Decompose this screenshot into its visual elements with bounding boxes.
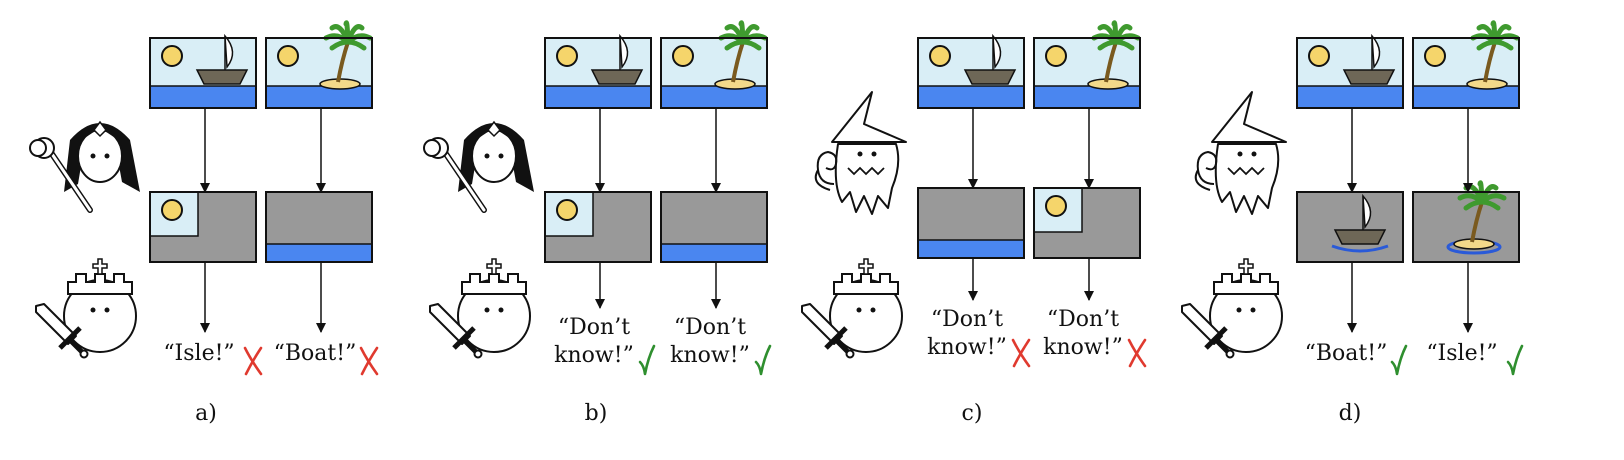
sea-strip — [265, 243, 373, 263]
boat-icon — [1342, 33, 1396, 85]
sun-icon — [161, 199, 183, 221]
panel-d: “Boat!” “Isle!” d) — [1181, 20, 1524, 426]
sun-icon — [1045, 195, 1067, 217]
wizard-icon — [1194, 91, 1287, 215]
sea-strip — [660, 85, 768, 109]
answer-right-line-2: know!” — [1043, 335, 1123, 360]
answer-left-line-1: “Don’t — [558, 315, 630, 340]
boat-icon — [963, 33, 1017, 85]
scene-boat — [544, 33, 652, 109]
answer-right-line-1: “Boat!” — [274, 341, 357, 366]
princess-icon — [423, 120, 534, 213]
scene-boat — [149, 33, 257, 109]
cross-mark-icon — [1127, 338, 1147, 368]
sun-icon — [1045, 45, 1067, 67]
sun-icon — [277, 45, 299, 67]
scene-island — [660, 20, 768, 109]
answer-left-line-1: “Boat!” — [1305, 341, 1388, 366]
answer-left-line-2: know!” — [554, 343, 634, 368]
palm-island-icon — [1446, 180, 1507, 255]
masked-image-right — [1033, 187, 1141, 259]
wizard-icon — [814, 91, 907, 215]
answer-left-line-1: “Don’t — [931, 307, 1003, 332]
scene-boat — [917, 33, 1025, 109]
masked-image-left — [917, 187, 1025, 259]
masked-image-left — [1296, 191, 1404, 263]
panel-b: “Don’t know!” “Don’t know!” b) — [423, 20, 772, 426]
cross-mark-icon — [1011, 338, 1031, 368]
sun-icon — [672, 45, 694, 67]
scene-island — [1033, 20, 1141, 109]
sun-icon — [556, 199, 578, 221]
sun-icon — [556, 45, 578, 67]
masked-image-left — [544, 191, 652, 263]
check-mark-icon — [638, 344, 656, 376]
king-icon — [1181, 258, 1283, 359]
princess-icon — [29, 120, 140, 213]
answer-left-line-1: “Isle!” — [163, 341, 234, 366]
masked-image-right — [1412, 180, 1520, 263]
scene-island — [265, 20, 373, 109]
sea-strip — [917, 239, 1025, 259]
answer-right-line-1: “Isle!” — [1426, 341, 1497, 366]
sea-strip — [917, 85, 1025, 109]
sun-icon — [1308, 45, 1330, 67]
sun-icon — [929, 45, 951, 67]
sea-strip — [1296, 85, 1404, 109]
cross-mark-icon — [243, 346, 263, 376]
scene-island — [1412, 20, 1520, 109]
king-icon — [35, 258, 137, 359]
sea-strip — [660, 243, 768, 263]
scene-boat — [1296, 33, 1404, 109]
masked-image-left — [149, 191, 257, 263]
panel-caption: a) — [195, 401, 217, 426]
answer-left-line-2: know!” — [927, 335, 1007, 360]
boat-icon — [195, 33, 249, 85]
king-icon — [429, 258, 531, 359]
sun-icon — [1424, 45, 1446, 67]
panel-caption: b) — [585, 401, 608, 426]
sea-strip — [265, 85, 373, 109]
panel-a: “Isle!” “Boat!” a) — [29, 20, 379, 426]
check-mark-icon — [1506, 344, 1524, 376]
cross-mark-icon — [359, 346, 379, 376]
masked-image-right — [660, 191, 768, 263]
check-mark-icon — [1390, 344, 1408, 376]
palm-island-icon — [1087, 20, 1141, 90]
answer-right-line-1: “Don’t — [1047, 307, 1119, 332]
sea-strip — [1033, 85, 1141, 109]
sea-strip — [544, 85, 652, 109]
panel-c: “Don’t know!” “Don’t know!” c) — [801, 20, 1147, 426]
sun-icon — [161, 45, 183, 67]
panel-caption: c) — [962, 401, 983, 426]
boat-icon — [590, 33, 644, 85]
answer-right-line-2: know!” — [670, 343, 750, 368]
boat-icon — [1331, 193, 1389, 253]
masked-image-right — [265, 191, 373, 263]
king-icon — [801, 258, 903, 359]
sea-strip — [149, 85, 257, 109]
panel-caption: d) — [1339, 401, 1362, 426]
answer-right-line-1: “Don’t — [674, 315, 746, 340]
sea-strip — [1412, 85, 1520, 109]
check-mark-icon — [754, 344, 772, 376]
